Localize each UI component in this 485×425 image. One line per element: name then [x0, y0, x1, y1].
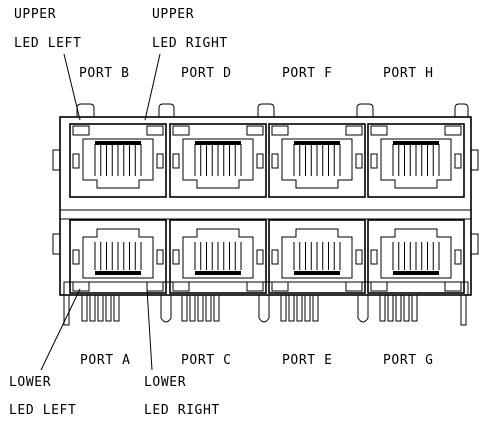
port-h-jack: [367, 123, 465, 198]
pin: [205, 294, 212, 322]
pin: [395, 294, 402, 322]
pin: [304, 294, 311, 322]
mounting-post: [258, 295, 270, 323]
pin: [288, 294, 295, 322]
mounting-post: [160, 295, 172, 323]
pin: [379, 294, 386, 322]
port-d-label: PORT D: [181, 66, 232, 81]
pin: [296, 294, 303, 322]
upper-led-right-label-line2: LED RIGHT: [152, 36, 228, 51]
pin: [97, 294, 104, 322]
pin: [189, 294, 196, 322]
lower-led-left-label-line2: LED LEFT: [9, 403, 76, 418]
pin: [280, 294, 287, 322]
port-c-jack: [169, 219, 267, 294]
upper-led-left-leader: [63, 53, 81, 121]
port-b-jack: [69, 123, 167, 198]
port-d-jack: [169, 123, 267, 198]
port-g-jack: [367, 219, 465, 294]
end-peg: [63, 294, 70, 326]
lower-led-left-label-line1: LOWER: [9, 375, 51, 390]
lower-led-left-leader: [40, 288, 81, 371]
port-e-label: PORT E: [282, 353, 333, 368]
pin: [312, 294, 319, 322]
port-f-jack: [268, 123, 366, 198]
pin: [387, 294, 394, 322]
pin: [81, 294, 88, 322]
lower-led-right-label-line2: LED RIGHT: [144, 403, 220, 418]
upper-led-left-label-line1: UPPER: [14, 7, 56, 22]
connector-pins: [63, 294, 467, 326]
upper-led-right-leader: [144, 53, 161, 121]
pin: [403, 294, 410, 322]
port-h-label: PORT H: [383, 66, 434, 81]
connector-housing: [52, 103, 479, 296]
mounting-post: [357, 295, 369, 323]
pin: [213, 294, 220, 322]
port-a-jack: [69, 219, 167, 294]
port-c-label: PORT C: [181, 353, 232, 368]
pin: [197, 294, 204, 322]
pin: [113, 294, 120, 322]
port-f-label: PORT F: [282, 66, 333, 81]
pin: [89, 294, 96, 322]
lower-led-right-leader: [146, 288, 153, 371]
end-peg: [460, 294, 467, 326]
port-g-label: PORT G: [383, 353, 434, 368]
port-e-jack: [268, 219, 366, 294]
upper-led-right-label-line1: UPPER: [152, 7, 194, 22]
pin: [411, 294, 418, 322]
lower-led-right-label-line1: LOWER: [144, 375, 186, 390]
port-jacks: [69, 123, 465, 294]
pin: [181, 294, 188, 322]
port-a-label: PORT A: [80, 353, 131, 368]
upper-led-left-label-line2: LED LEFT: [14, 36, 81, 51]
pin: [105, 294, 112, 322]
port-b-label: PORT B: [79, 66, 130, 81]
